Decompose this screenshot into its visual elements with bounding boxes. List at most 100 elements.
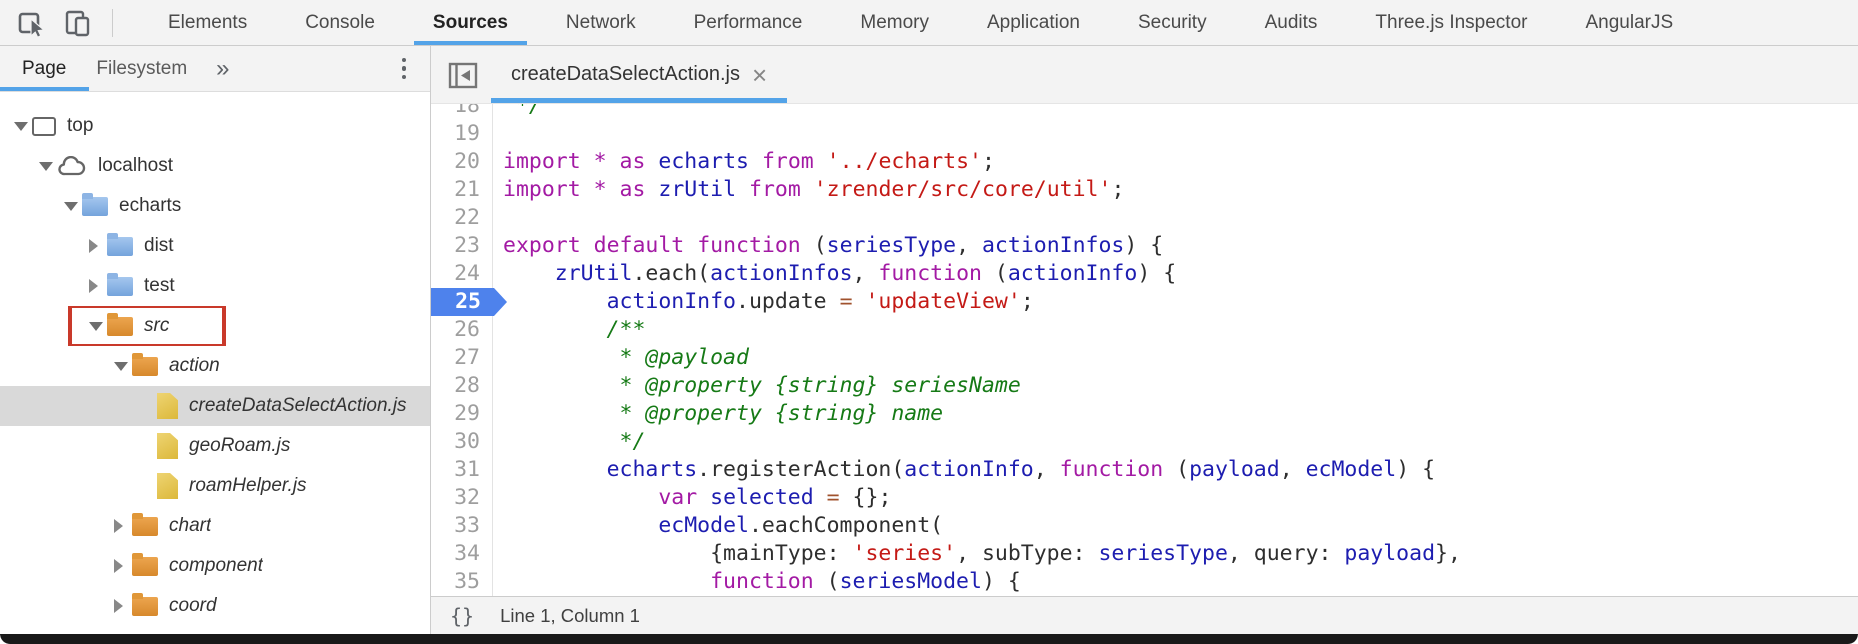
tab-application[interactable]: Application	[987, 11, 1080, 33]
main-tabs: Elements Console Sources Network Performance…	[139, 0, 1702, 45]
tab-sources[interactable]: Sources	[404, 0, 537, 45]
chevron-down-icon[interactable]	[89, 321, 103, 331]
tree-item-label: localhost	[98, 155, 173, 176]
tree-item-coord[interactable]: coord	[0, 586, 430, 626]
code-text: actionInfo.update = 'updateView';	[606, 289, 1034, 314]
tree-item-test[interactable]: test	[0, 266, 430, 306]
line-number[interactable]: 33	[431, 512, 493, 540]
line-number[interactable]: 32	[431, 484, 493, 512]
code-text: zrUtil.each(actionInfos, function (actio…	[554, 261, 1177, 286]
chevron-right-icon[interactable]	[114, 519, 123, 533]
tree-item-src[interactable]: src	[0, 306, 430, 346]
breakpoint-badge[interactable]: 25	[431, 288, 507, 316]
tab-elements[interactable]: Elements	[168, 11, 248, 33]
tree-item-label: createDataSelectAction.js	[189, 395, 407, 416]
code-text: * @property {string} name	[503, 401, 944, 426]
editor-tabbar: createDataSelectAction.js ×	[431, 46, 1858, 104]
sidebar-tabbar: Page Filesystem »	[0, 46, 430, 92]
line-number[interactable]: 23	[431, 232, 493, 260]
chevron-right-icon[interactable]	[89, 239, 98, 253]
sidebar-toggle-icon[interactable]	[447, 59, 479, 91]
toolbar-icons	[0, 0, 112, 45]
chevron-down-icon[interactable]	[64, 201, 78, 211]
sidebar-tab-filesystem[interactable]: Filesystem	[96, 57, 188, 79]
more-tabs-button[interactable]: »	[216, 54, 230, 82]
line-number[interactable]: 21	[431, 176, 493, 204]
tab-memory[interactable]: Memory	[860, 11, 929, 33]
tree-item-georoam-js[interactable]: geoRoam.js	[0, 426, 430, 466]
code-line: 25 actionInfo.update = 'updateView';	[431, 288, 1858, 316]
tree-item-dist[interactable]: dist	[0, 226, 430, 266]
main-toolbar: Elements Console Sources Network Performance…	[0, 0, 1858, 46]
line-number[interactable]: 19	[431, 120, 493, 148]
line-number[interactable]: 22	[431, 204, 493, 232]
line-number[interactable]: 28	[431, 372, 493, 400]
code-text: export default function (seriesType, act…	[503, 233, 1164, 258]
code-line: 27 * @payload	[431, 344, 1858, 372]
tree-item-label: action	[169, 355, 220, 376]
line-number[interactable]: 30	[431, 428, 493, 456]
tab-performance[interactable]: Performance	[693, 11, 803, 33]
line-number[interactable]: 34	[431, 540, 493, 568]
tree-item-component[interactable]: component	[0, 546, 430, 586]
file-tab-title: createDataSelectAction.js	[511, 63, 741, 85]
kebab-menu-icon[interactable]	[398, 54, 411, 84]
chevron-right-icon[interactable]	[89, 279, 98, 293]
line-number[interactable]: 20	[431, 148, 493, 176]
code-line: 30 */	[431, 428, 1858, 456]
chevron-down-icon[interactable]	[114, 361, 128, 371]
cloud-icon	[57, 155, 87, 177]
code-line: 31 echarts.registerAction(actionInfo, fu…	[431, 456, 1858, 484]
code-text: import * as zrUtil from 'zrender/src/cor…	[503, 177, 1125, 202]
tree-item-label: src	[144, 315, 170, 336]
line-number[interactable]: 35	[431, 568, 493, 596]
tab-audits[interactable]: Audits	[1264, 11, 1318, 33]
line-number[interactable]: 31	[431, 456, 493, 484]
code-text: {mainType: 'series', subType: seriesType…	[503, 541, 1461, 566]
line-number[interactable]: 29	[431, 400, 493, 428]
pretty-print-icon[interactable]: {}	[450, 603, 475, 628]
tree-item-localhost[interactable]: localhost	[0, 146, 430, 186]
folder-orange-icon	[107, 312, 133, 336]
tree-item-echarts[interactable]: echarts	[0, 186, 430, 226]
chevron-down-icon[interactable]	[39, 161, 53, 171]
tab-three-js-inspector[interactable]: Three.js Inspector	[1375, 11, 1528, 33]
code-line: 22	[431, 204, 1858, 232]
inspect-cursor-icon[interactable]	[16, 7, 48, 39]
chevron-right-icon[interactable]	[114, 599, 123, 613]
tree-item-action[interactable]: action	[0, 346, 430, 386]
sidebar-tab-page[interactable]: Page	[0, 46, 90, 91]
line-number[interactable]: 26	[431, 316, 493, 344]
code-text: echarts.registerAction(actionInfo, funct…	[606, 457, 1436, 482]
tree-item-roamhelper-js[interactable]: roamHelper.js	[0, 466, 430, 506]
tab-security[interactable]: Security	[1137, 11, 1207, 33]
folder-orange-icon	[132, 592, 158, 616]
folder-orange-icon	[132, 552, 158, 576]
tree-item-chart[interactable]: chart	[0, 506, 430, 546]
code-line: 26 /**	[431, 316, 1858, 344]
tab-console[interactable]: Console	[305, 11, 375, 33]
tab-network[interactable]: Network	[565, 11, 636, 33]
chevron-right-icon[interactable]	[114, 559, 123, 573]
tree-item-label: dist	[144, 235, 174, 256]
file-icon	[157, 393, 178, 419]
device-toolbar-icon[interactable]	[62, 7, 94, 39]
code-line: 18 */	[431, 104, 1858, 120]
tree-item-createdataselectaction-js[interactable]: createDataSelectAction.js	[0, 386, 430, 426]
line-number[interactable]: 27	[431, 344, 493, 372]
tab-angularjs[interactable]: AngularJS	[1585, 11, 1674, 33]
line-number[interactable]: 18	[431, 104, 493, 120]
line-number[interactable]: 24	[431, 260, 493, 288]
chevron-down-icon[interactable]	[14, 121, 28, 131]
cursor-position-status: Line 1, Column 1	[500, 604, 640, 626]
file-icon	[157, 473, 178, 499]
close-icon[interactable]: ×	[752, 59, 768, 90]
file-tab-createdataselectaction[interactable]: createDataSelectAction.js ×	[491, 46, 788, 103]
frame-icon	[32, 116, 56, 136]
tree-item-top[interactable]: top	[0, 106, 430, 146]
